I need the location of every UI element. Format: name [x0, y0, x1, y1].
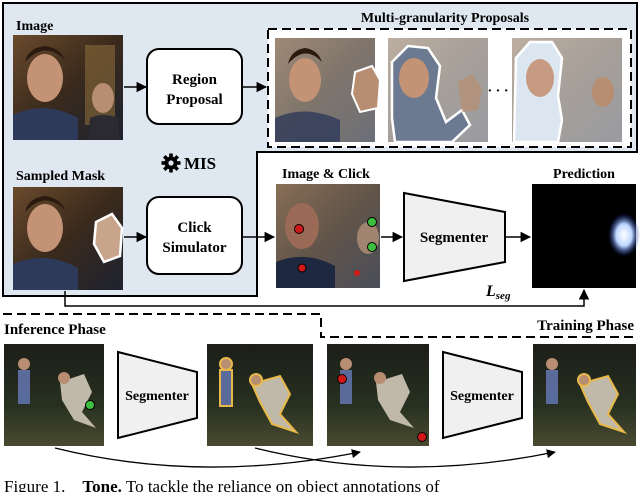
- segmenter-train-label: Segmenter: [420, 230, 489, 246]
- method-diagram: Image Region Proposal Multi-granularity …: [2, 2, 640, 468]
- segmenter-inf-1-label: Segmenter: [125, 389, 189, 404]
- click-simulator-line2: Simulator: [162, 240, 227, 256]
- click-positive: [85, 400, 95, 410]
- click-positive: [367, 217, 377, 227]
- click-negative: [337, 374, 347, 384]
- label-proposals: Multi-granularity Proposals: [361, 11, 530, 26]
- curve-arrow-2: [254, 447, 556, 468]
- phase-divider: [3, 313, 637, 338]
- click-negative: [354, 270, 360, 276]
- label-mis: MIS: [184, 154, 216, 173]
- click-negative: [294, 224, 304, 234]
- label-training-phase: Training Phase: [537, 318, 634, 334]
- prediction-map: [532, 184, 640, 288]
- region-proposal-line2: Proposal: [166, 92, 222, 108]
- caption-rest: To tackle the reliance on object annotat…: [125, 477, 440, 492]
- gear-icon: [161, 153, 181, 173]
- label-loss: Lseg: [485, 283, 511, 302]
- label-sampled-mask: Sampled Mask: [16, 169, 105, 184]
- image-click-photo: [276, 184, 380, 288]
- segmenter-train: [403, 191, 506, 283]
- click-simulator-line1: Click: [177, 220, 212, 236]
- label-prediction: Prediction: [553, 167, 615, 182]
- inference-output-1: [207, 344, 313, 446]
- loss-line: [64, 288, 590, 307]
- click-negative: [417, 432, 427, 442]
- curve-arrow-1: [54, 447, 361, 468]
- proposal-1: [275, 38, 382, 142]
- inference-input-2: [327, 344, 429, 446]
- label-inference-phase: Inference Phase: [4, 322, 106, 338]
- label-image: Image: [16, 19, 53, 34]
- segmenter-inf-2-label: Segmenter: [450, 389, 514, 404]
- caption-figure: Figure 1.: [4, 477, 66, 492]
- segmenter-inf-1: [117, 350, 198, 440]
- caption-bold: Tone.: [82, 477, 122, 492]
- label-ellipsis: · · ·: [487, 84, 508, 99]
- inference-input-1: [4, 344, 104, 446]
- click-negative: [297, 263, 307, 273]
- inference-output-2: [533, 344, 636, 446]
- sampled-mask-photo: [13, 187, 124, 290]
- segmenter-inf-2: [442, 350, 523, 440]
- proposal-2: [388, 38, 488, 144]
- label-image-click: Image & Click: [282, 167, 370, 182]
- image-photo: [13, 35, 123, 140]
- region-proposal-line1: Region: [172, 72, 218, 88]
- click-positive: [367, 242, 377, 252]
- proposal-3: [512, 38, 622, 144]
- figure-caption: Figure 1. Tone. To tackle the reliance o…: [4, 476, 640, 492]
